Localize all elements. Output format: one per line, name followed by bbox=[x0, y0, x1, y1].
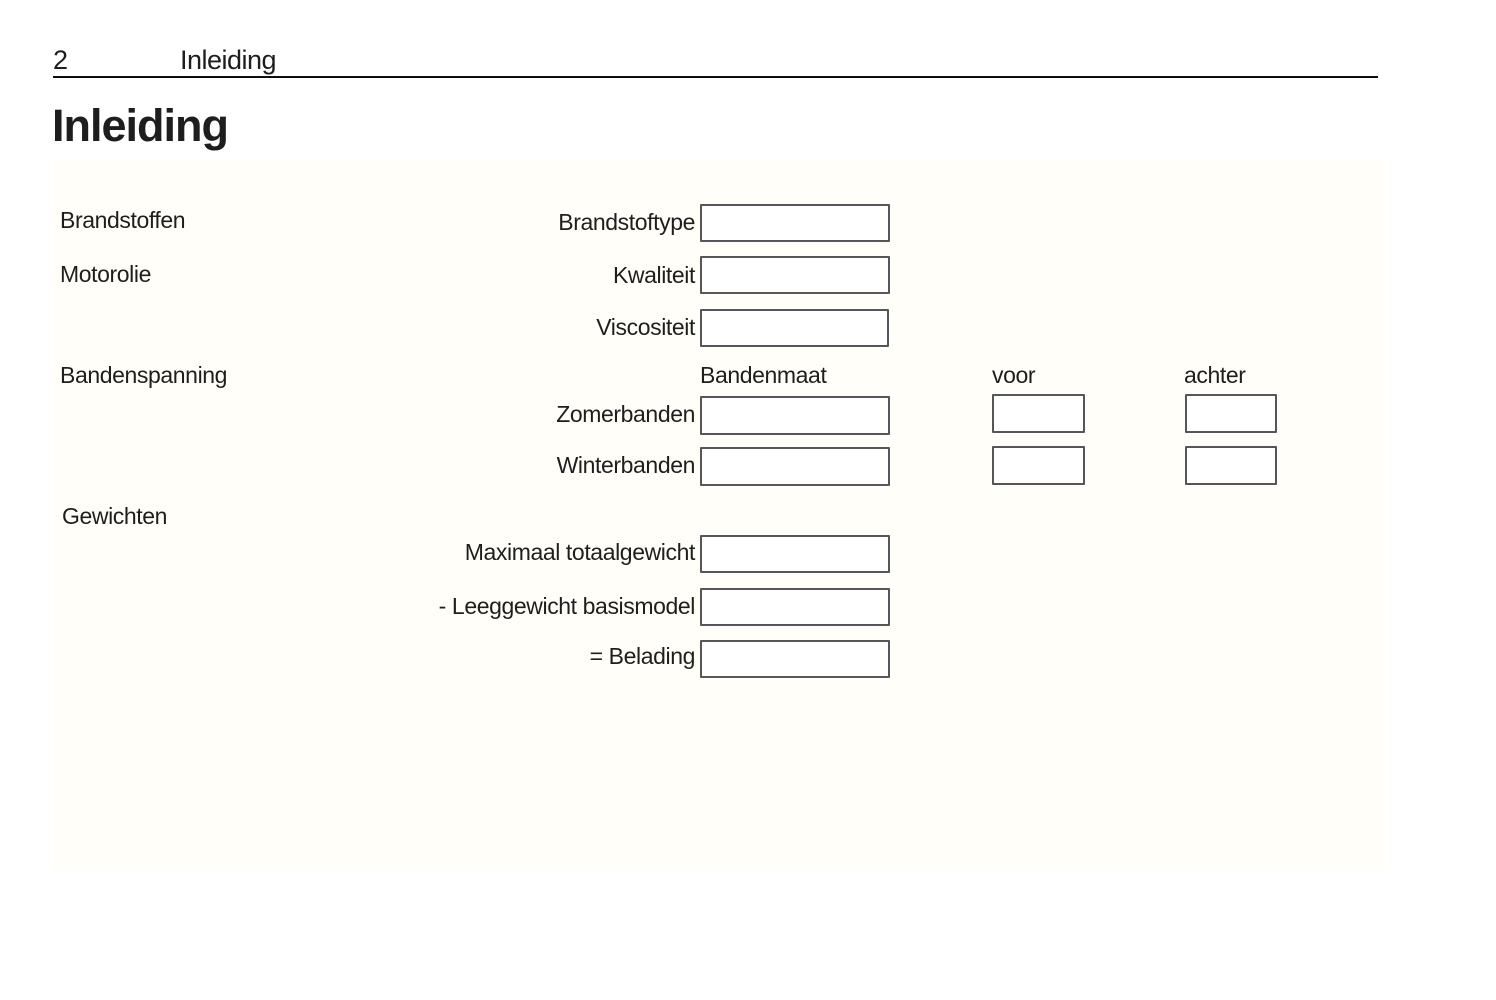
input-winterbanden-voor[interactable] bbox=[992, 446, 1085, 485]
input-viscositeit[interactable] bbox=[700, 309, 889, 347]
page-number: 2 bbox=[53, 45, 68, 75]
input-belading[interactable] bbox=[700, 640, 890, 678]
field-label-leeggewicht-basismodel: - Leeggewicht basismodel bbox=[438, 593, 696, 619]
section-label-bandenspanning: Bandenspanning bbox=[60, 362, 228, 388]
input-zomerbanden-bandenmaat[interactable] bbox=[700, 396, 890, 435]
column-header-voor: voor bbox=[992, 362, 1036, 388]
input-winterbanden-achter[interactable] bbox=[1185, 446, 1277, 485]
field-label-kwaliteit: Kwaliteit bbox=[612, 262, 695, 288]
input-maximaal-totaalgewicht[interactable] bbox=[700, 535, 890, 573]
field-label-brandstoftype: Brandstoftype bbox=[558, 209, 695, 235]
field-label-belading: = Belading bbox=[589, 643, 696, 669]
section-label-brandstoffen: Brandstoffen bbox=[60, 207, 186, 233]
column-header-achter: achter bbox=[1184, 362, 1246, 388]
header-rule bbox=[53, 76, 1378, 78]
input-brandstoftype[interactable] bbox=[700, 204, 890, 242]
input-zomerbanden-voor[interactable] bbox=[992, 394, 1085, 433]
field-label-zomerbanden: Zomerbanden bbox=[556, 401, 695, 427]
input-winterbanden-bandenmaat[interactable] bbox=[700, 447, 890, 486]
section-label-motorolie: Motorolie bbox=[60, 261, 151, 287]
input-kwaliteit[interactable] bbox=[700, 256, 890, 294]
input-leeggewicht-basismodel[interactable] bbox=[700, 588, 890, 626]
field-label-winterbanden: Winterbanden bbox=[556, 452, 696, 478]
running-header-title: Inleiding bbox=[180, 45, 277, 75]
field-label-viscositeit: Viscositeit bbox=[596, 314, 695, 340]
page-title: Inleiding bbox=[52, 100, 229, 151]
field-label-maximaal-totaalgewicht: Maximaal totaalgewicht bbox=[464, 539, 696, 565]
column-header-bandenmaat: Bandenmaat bbox=[700, 362, 827, 388]
input-zomerbanden-achter[interactable] bbox=[1185, 394, 1277, 433]
section-label-gewichten: Gewichten bbox=[62, 503, 168, 529]
